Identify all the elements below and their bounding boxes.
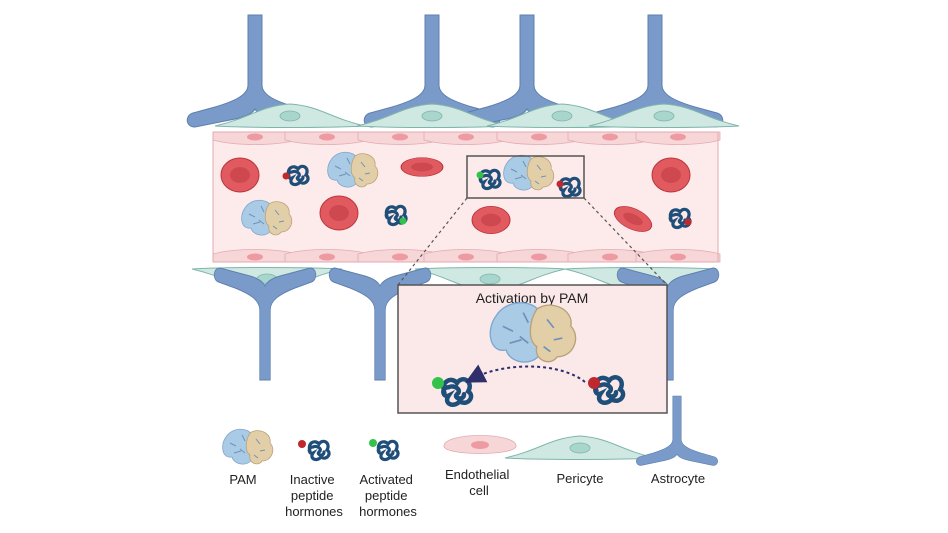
inset-title: Activation by PAM [476, 290, 589, 306]
endothelial-cell-icon [212, 131, 298, 145]
endothelial-cell-icon [212, 249, 298, 263]
pericyte-icon [504, 435, 656, 460]
endothelial-cell-icon [284, 131, 370, 145]
red-blood-cell-icon [400, 157, 444, 177]
legend-endothelial-label: Endothelial cell [445, 467, 513, 498]
legend-activated-label: Activated peptide hormones [359, 472, 417, 519]
legend: PAM Inactive peptide hormones Activated … [222, 395, 718, 519]
inactive-peptide-icon [298, 439, 331, 462]
legend-pericyte-label: Pericyte [557, 471, 604, 486]
endothelial-cell-icon [423, 249, 509, 263]
activated-peptide-icon [384, 204, 408, 227]
inactive-peptide-icon [556, 176, 582, 199]
legend-inactive-label: Inactive peptide hormones [285, 472, 343, 519]
endothelial-cell-icon [443, 435, 517, 454]
endothelial-cell-icon [423, 131, 509, 145]
inactive-peptide-icon [668, 207, 692, 230]
endothelial-cell-icon [284, 249, 370, 263]
red-blood-cell-icon [220, 157, 260, 193]
blood-vessel [212, 131, 721, 263]
pam-icon [222, 428, 274, 465]
red-blood-cell-icon [471, 205, 511, 235]
activation-arrow-icon [465, 364, 586, 383]
inactive-peptide-icon [282, 164, 310, 187]
legend-astrocyte-label: Astrocyte [651, 471, 705, 486]
endothelial-cell-icon [635, 249, 721, 263]
activated-peptide-icon [369, 439, 400, 462]
vessel-lumen [213, 132, 718, 262]
red-blood-cell-icon [651, 157, 691, 193]
inset-panel: Activation by PAM [397, 197, 668, 414]
activated-peptide-icon [476, 168, 502, 191]
legend-pam-label: PAM [229, 472, 256, 487]
inactive-peptide-icon [588, 377, 623, 403]
red-blood-cell-icon [319, 195, 359, 231]
activated-peptide-icon [432, 377, 471, 405]
endothelial-cell-icon [635, 131, 721, 145]
zoom-region-box [466, 155, 585, 199]
